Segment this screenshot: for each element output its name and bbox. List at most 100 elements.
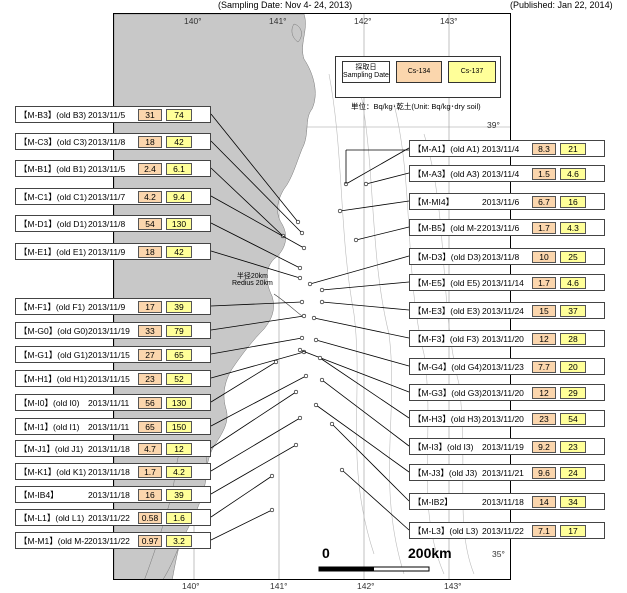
cs134-value: 23 — [532, 412, 556, 425]
station-name: 【M-C1】(old C1) — [19, 191, 88, 202]
scale-end: 200km — [408, 545, 452, 561]
scale-start: 0 — [322, 545, 330, 561]
cs134-value: 27 — [138, 348, 162, 361]
cs137-value: 9.4 — [166, 190, 192, 203]
cs137-value: 25 — [560, 250, 586, 263]
station-date: 2013/11/21 — [482, 467, 524, 478]
cs137-value: 1.6 — [166, 511, 192, 524]
cs134-value: 0.58 — [138, 511, 162, 524]
station-date: 2013/11/18 — [88, 489, 130, 500]
cs134-value: 18 — [138, 245, 162, 258]
station-date: 2013/11/22 — [88, 535, 130, 546]
station-name: 【M-C3】(old C3) — [19, 136, 88, 147]
station-name: 【M-E5】(old E5) — [413, 277, 481, 288]
cs134-value: 0.97 — [138, 534, 162, 547]
cs134-value: 15 — [532, 304, 556, 317]
cs137-value: 42 — [166, 135, 192, 148]
lon-141-bottom: 141° — [270, 581, 288, 591]
station-stations_right-11: 【M-I3】(old I3) 2013/11/19 9.2 23 — [409, 438, 605, 455]
cs134-value: 4.2 — [138, 190, 162, 203]
cs137-value: 28 — [560, 332, 586, 345]
legend-cs134: Cs-134 — [396, 61, 442, 83]
station-date: 2013/11/19 — [482, 441, 524, 452]
station-name: 【M-A1】(old A1) — [413, 143, 480, 154]
cs137-value: 29 — [560, 386, 586, 399]
station-name: 【M-G4】(old G4) — [413, 361, 482, 372]
station-name: 【M-B1】(old B1) — [19, 163, 87, 174]
cs137-value: 54 — [560, 412, 586, 425]
station-name: 【M-M1】(old M-24) — [19, 535, 88, 546]
legend-box: 採取日 Sampling Date Cs-134 Cs-137 — [335, 56, 501, 98]
cs137-value: 20 — [560, 360, 586, 373]
cs137-value: 37 — [560, 304, 586, 317]
legend-date-jp: 採取日 — [355, 64, 377, 71]
station-date: 2013/11/7 — [88, 191, 126, 202]
station-date: 2013/11/15 — [88, 373, 130, 384]
station-stations_left-3: 【M-C1】(old C1)2013/11/7 4.2 9.4 — [15, 188, 211, 205]
station-date: 2013/11/22 — [88, 512, 130, 523]
station-name: 【M-H1】(old H1) — [19, 373, 88, 384]
cs134-value: 14 — [532, 495, 556, 508]
cs134-value: 2.4 — [138, 162, 162, 175]
radius-jp: 半径20km — [236, 273, 268, 280]
station-date: 2013/11/20 — [482, 333, 524, 344]
cs134-value: 7.7 — [532, 360, 556, 373]
station-date: 2013/11/8 — [88, 218, 126, 229]
cs137-value: 130 — [166, 217, 192, 230]
cs137-value: 24 — [560, 466, 586, 479]
lon-143-bottom: 143° — [444, 581, 462, 591]
cs134-value: 12 — [532, 386, 556, 399]
cs137-value: 74 — [166, 108, 192, 121]
cs137-value: 3.2 — [166, 534, 192, 547]
station-name: 【M-I3】(old I3) — [413, 441, 474, 452]
cs137-value: 52 — [166, 372, 192, 385]
published-date-header: (Published: Jan 22, 2014) — [510, 0, 613, 10]
radius-en: Redius 20km — [232, 280, 273, 287]
cs134-value: 10 — [532, 250, 556, 263]
cs137-value: 4.6 — [560, 167, 586, 180]
cs134-value: 9.2 — [532, 440, 556, 453]
lat-39: 39° — [487, 120, 500, 130]
station-name: 【M-F3】(old F3) — [413, 333, 480, 344]
station-name: 【M-IB2】 — [413, 496, 453, 507]
cs134-value: 1.7 — [532, 221, 556, 234]
station-date: 2013/11/4 — [482, 168, 520, 179]
station-name: 【M-B5】(old M-2) — [413, 222, 482, 233]
station-date: 2013/11/20 — [482, 387, 524, 398]
station-name: 【M-G3】(old G3) — [413, 387, 482, 398]
station-date: 2013/11/11 — [88, 397, 130, 408]
station-name: 【M-G1】(old G1) — [19, 349, 88, 360]
cs134-value: 4.7 — [138, 442, 162, 455]
station-date: 2013/11/14 — [482, 277, 524, 288]
cs137-value: 130 — [166, 396, 192, 409]
cs134-value: 9.6 — [532, 466, 556, 479]
cs134-value: 1.5 — [532, 167, 556, 180]
cs134-value: 54 — [138, 217, 162, 230]
cs137-value: 23 — [560, 440, 586, 453]
station-date: 2013/11/5 — [88, 109, 126, 120]
station-name: 【M-J1】(old J1) — [19, 443, 84, 454]
station-date: 2013/11/18 — [88, 443, 130, 454]
station-date: 2013/11/24 — [482, 305, 524, 316]
station-date: 2013/11/8 — [88, 136, 126, 147]
station-name: 【M-B3】(old B3) — [19, 109, 87, 120]
station-name: 【M-J3】(old J3) — [413, 467, 478, 478]
cs137-value: 42 — [166, 245, 192, 258]
